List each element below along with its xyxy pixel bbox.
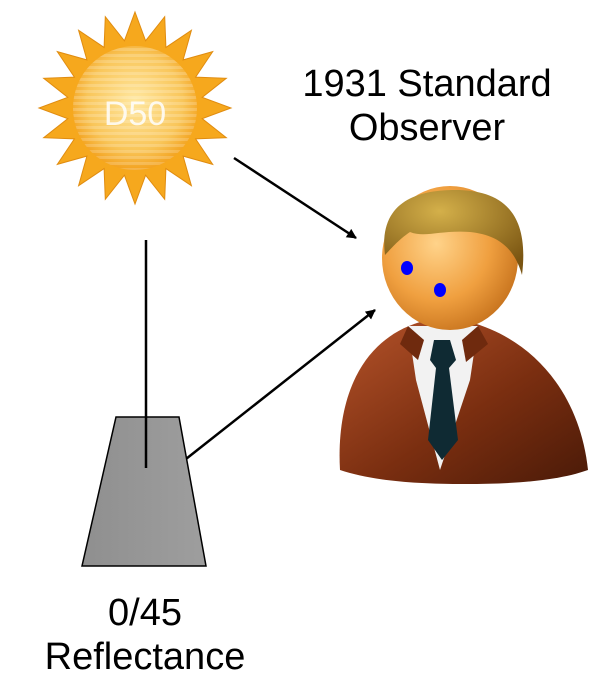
- sample-label: 0/45 Reflectance: [0, 592, 290, 679]
- arrow-sample-to-observer: [171, 309, 376, 471]
- observer-label: 1931 Standard Observer: [262, 63, 591, 150]
- arrow-sun-to-observer: [233, 156, 357, 240]
- observer-label-line2: Observer: [348, 106, 506, 149]
- illuminant-label: D50: [103, 95, 167, 133]
- sun-icon: [37, 10, 233, 206]
- right-eye: [434, 283, 446, 297]
- left-eye: [401, 261, 413, 275]
- sample-label-line2: Reflectance: [44, 635, 246, 678]
- person-icon: [339, 186, 588, 484]
- observer-label-line1: 1931 Standard: [302, 63, 552, 105]
- sample-label-line1: 0/45: [108, 592, 182, 634]
- trapezoid-sample: [81, 416, 207, 567]
